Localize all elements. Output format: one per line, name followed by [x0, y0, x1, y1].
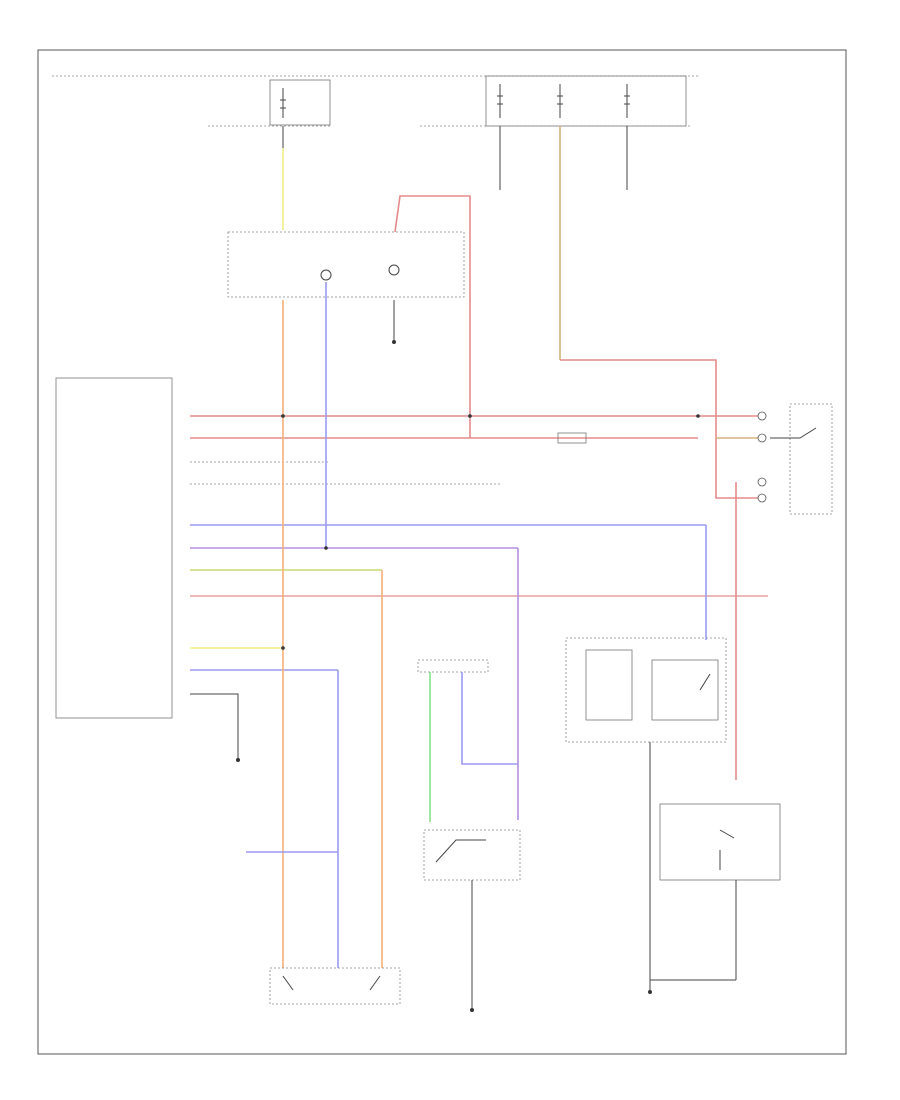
relay-coil-1 [320, 269, 332, 281]
relay-dot [392, 340, 396, 344]
ac-switch-block [417, 659, 489, 673]
fan-motor-block [659, 803, 781, 881]
junction-4 [696, 414, 700, 418]
fuse-2 [497, 84, 503, 118]
ac-cut-switch-2 [369, 975, 381, 991]
diode-element [557, 432, 587, 444]
relay-right-switch [770, 427, 817, 439]
relay-block-top [227, 231, 465, 298]
fuse-box-left [269, 79, 331, 126]
relay-right-block [789, 403, 833, 515]
fuse-1 [280, 88, 286, 118]
junction-3 [468, 414, 472, 418]
fan-ground-dot [648, 990, 652, 994]
ecm-block [55, 377, 173, 719]
relay-right-conn-3 [757, 477, 767, 487]
ac-cut-block [269, 967, 401, 1005]
fan-relay-box-b [651, 659, 719, 721]
ac-cut-switch-1 [282, 975, 294, 991]
relay-right-conn-2 [757, 433, 767, 443]
fuse-box-right [485, 75, 687, 127]
ecm-ground-dot [236, 758, 240, 762]
relay-right-conn-1 [757, 411, 767, 421]
relay-coil-2 [388, 264, 400, 276]
wire-red-top-loop [394, 195, 471, 438]
junction-2 [324, 546, 328, 550]
fan-relay-switch [699, 673, 711, 691]
fan-motor-switch [719, 829, 735, 870]
ac-ground-dot [470, 1008, 474, 1012]
diagram-frame [37, 49, 847, 1055]
ac-sensor-switch [435, 839, 486, 863]
fan-relay-block [565, 637, 727, 743]
relay-right-conn-4 [757, 493, 767, 503]
fan-relay-box-a [585, 649, 633, 721]
fuse-3 [557, 84, 563, 118]
junction-5 [281, 646, 285, 650]
ac-sensor-block [423, 829, 521, 881]
ecm-ground-wire [190, 693, 239, 760]
junction-1 [281, 414, 285, 418]
wire-blue-ac [461, 672, 518, 765]
wire-red-fuse3-right [560, 359, 758, 499]
fuse-4 [624, 84, 630, 118]
